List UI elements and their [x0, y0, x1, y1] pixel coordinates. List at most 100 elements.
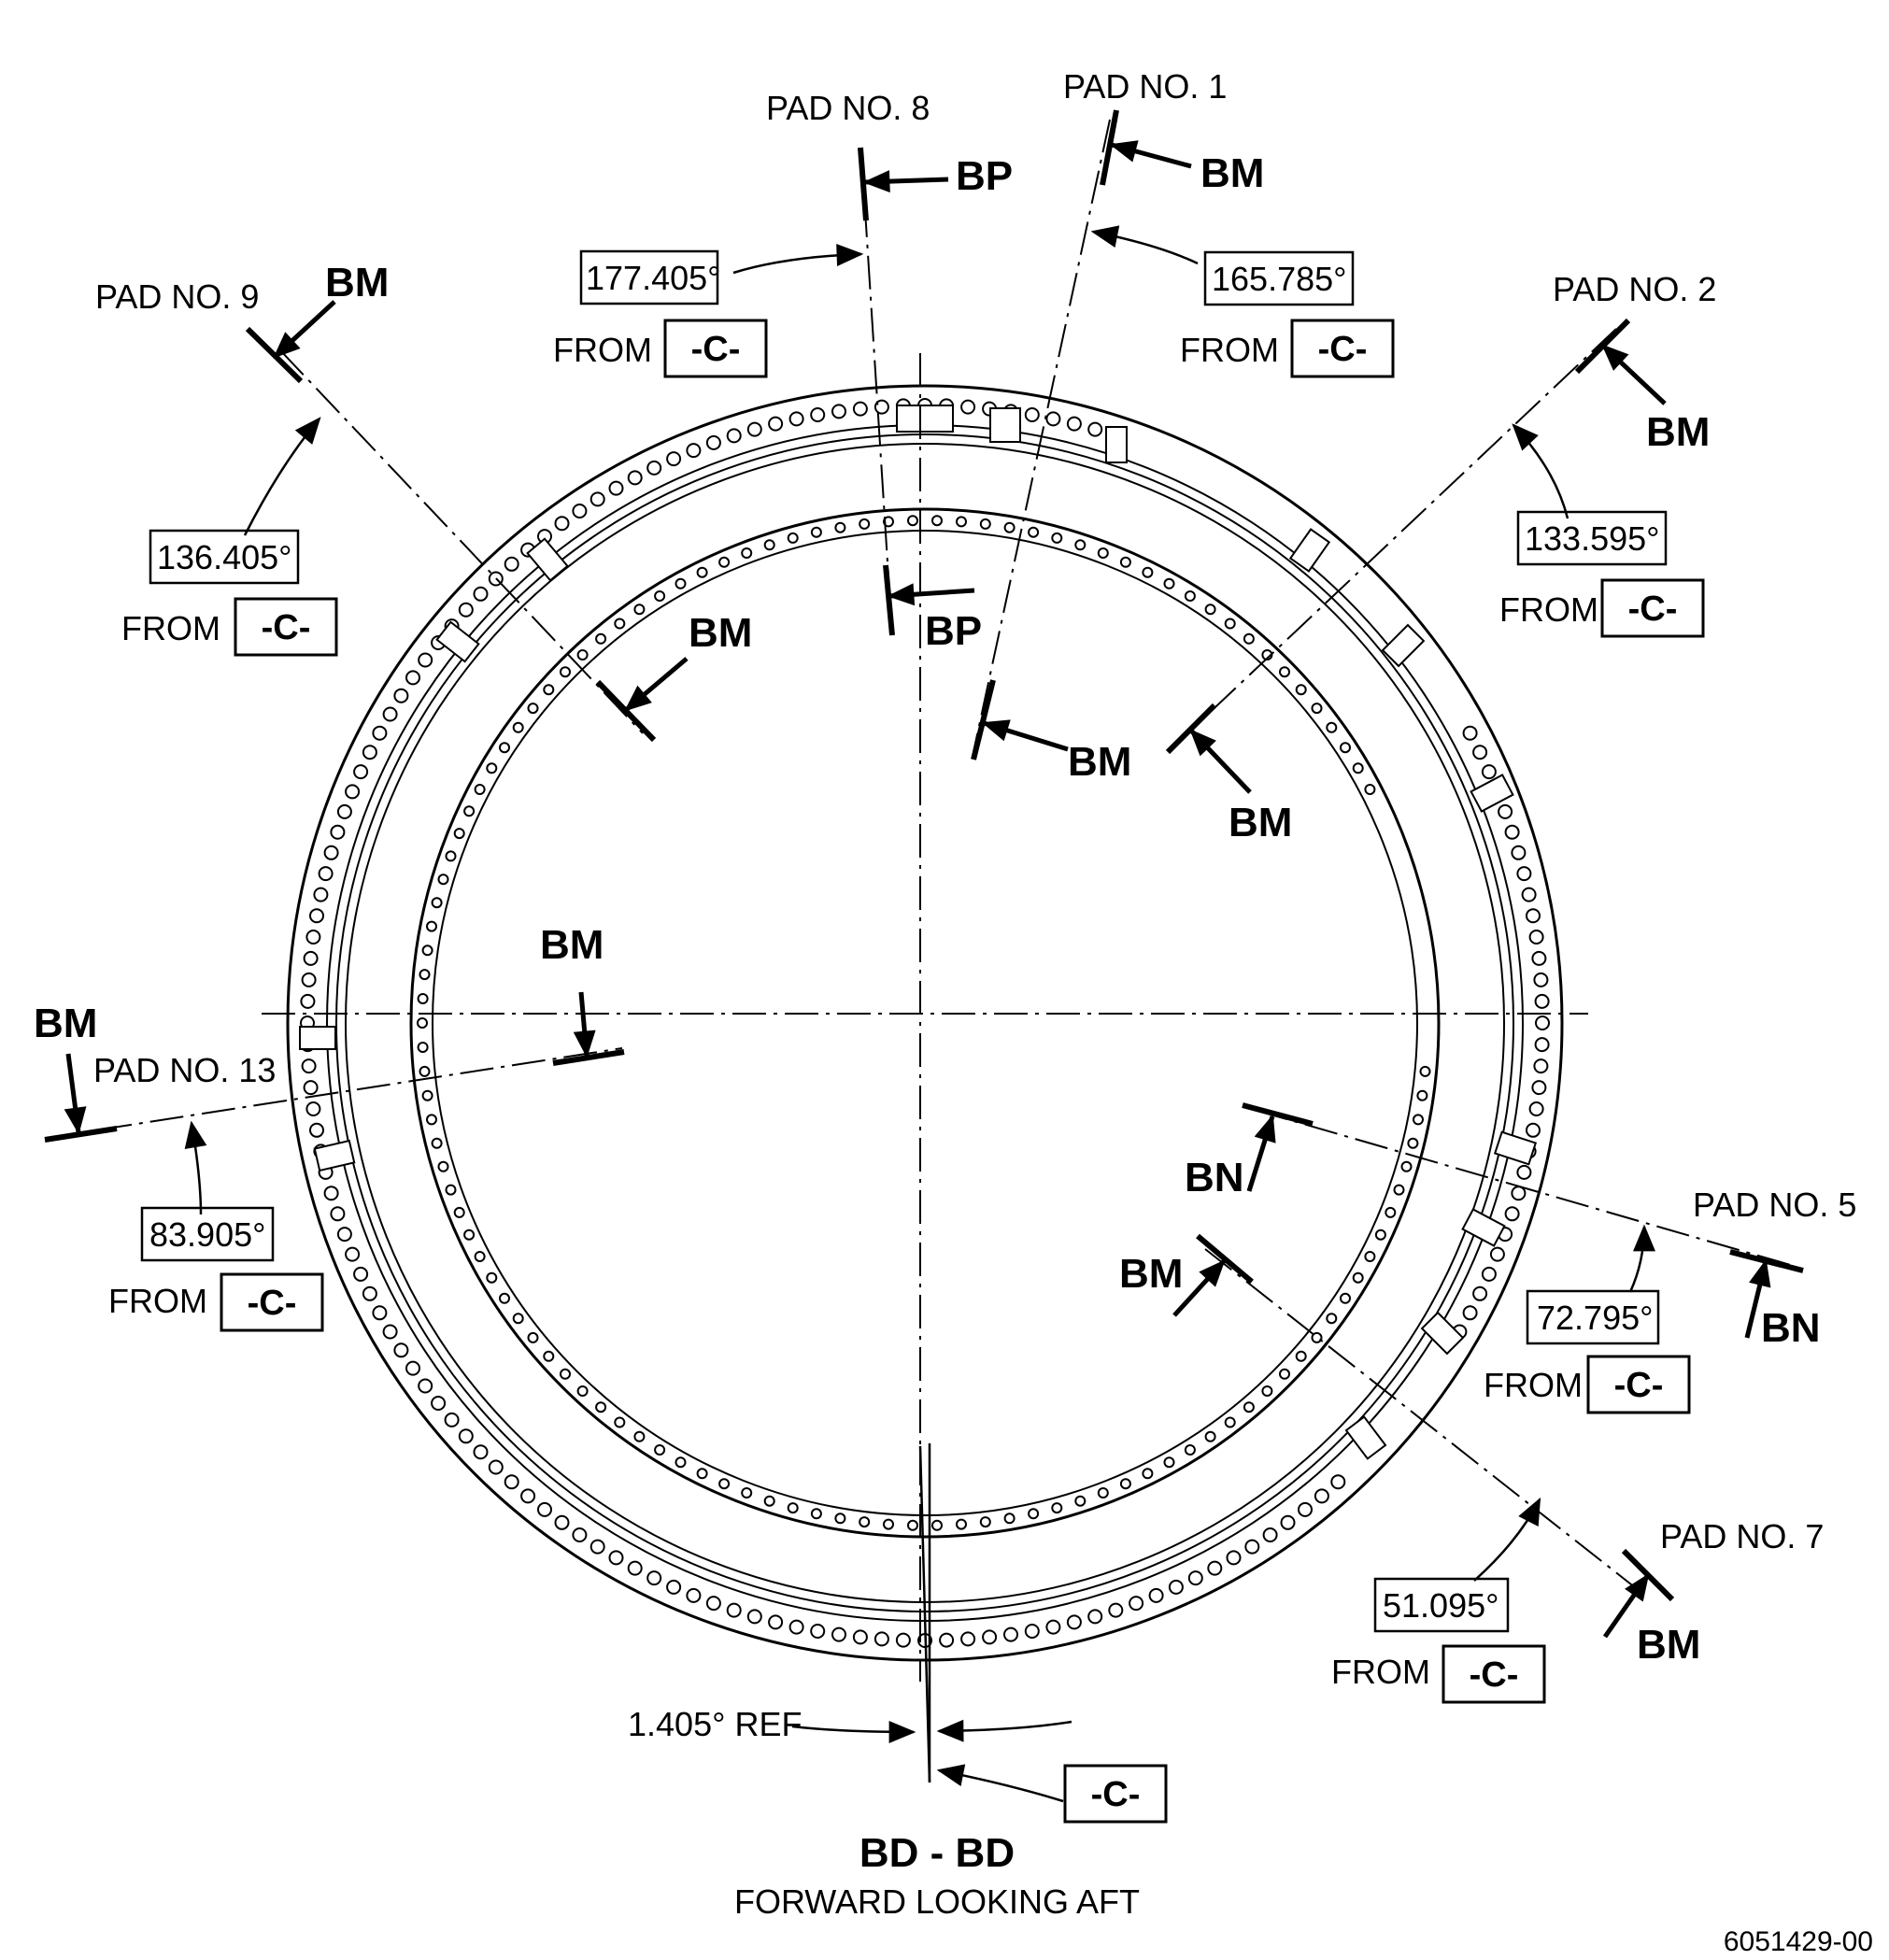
bolt-hole [1295, 1350, 1307, 1362]
bolt-hole [1364, 1251, 1376, 1262]
bolt-hole [834, 521, 846, 533]
bolt-hole [1416, 1089, 1428, 1101]
bolt-hole [437, 873, 449, 886]
view-subtitle: FORWARD LOOKING AFT [734, 1882, 1140, 1921]
angle-pad-5: 72.795° [1537, 1299, 1654, 1337]
bolt-hole [1142, 566, 1154, 578]
bolt-hole [301, 1058, 317, 1074]
bolt-hole [1129, 1596, 1144, 1612]
bolt-hole [318, 866, 334, 882]
bolt-hole [300, 993, 316, 1009]
bolt-hole [1298, 1501, 1313, 1517]
bolt-hole [474, 1251, 486, 1262]
bolt-hole [852, 401, 868, 417]
view-title: BD - BD [859, 1830, 1015, 1876]
bolt-hole [572, 504, 588, 518]
bolt-hole [1204, 604, 1216, 616]
bolt-hole [718, 556, 731, 568]
bolt-hole [768, 416, 784, 432]
bolt-hole [303, 950, 319, 966]
bolt-hole [417, 1042, 429, 1053]
bolt-hole [1504, 824, 1520, 840]
bolt-hole [1531, 950, 1547, 966]
inner-section-label-5: BM [540, 922, 604, 968]
bolt-hole [1528, 1101, 1544, 1116]
bolt-hole [473, 1444, 489, 1460]
bolt-hole [362, 1285, 377, 1301]
bolt-hole [1148, 1587, 1164, 1603]
bolt-hole [595, 632, 607, 645]
bolt-hole [504, 556, 519, 572]
bolt-hole [345, 784, 361, 800]
bolt-hole [718, 1478, 731, 1490]
bolt-hole [1311, 703, 1323, 715]
section-label-pad-13: BM [34, 1001, 97, 1046]
bolt-hole [1526, 1122, 1541, 1138]
bolt-hole [353, 764, 369, 780]
bolt-hole [1119, 1478, 1131, 1490]
angle-pad-9: 136.405° [157, 538, 292, 576]
bolt-hole [1279, 1368, 1290, 1380]
bolt-hole [576, 649, 589, 660]
angle-boxes [140, 249, 1668, 1633]
from-label-pad-1: FROM [1180, 331, 1279, 369]
bolt-hole [746, 421, 762, 437]
document-number: 6051429-00 [1724, 1926, 1873, 1957]
bolt-hole [1142, 1468, 1154, 1480]
bolt-hole [589, 1539, 605, 1555]
bolt-hole [560, 1368, 571, 1380]
bolt-hole [1462, 725, 1478, 741]
bolt-hole [1003, 1513, 1016, 1525]
bolt-hole [301, 972, 317, 987]
bolt-hole [1028, 526, 1040, 538]
bolt-hole [323, 845, 339, 860]
from-label-pad-8: FROM [553, 331, 652, 369]
bolt-hole [1279, 666, 1290, 678]
bolt-hole [520, 1488, 536, 1504]
bolt-hole [1481, 1266, 1497, 1282]
bolt-hole [1024, 1624, 1040, 1639]
bolt-hole [1224, 1416, 1236, 1428]
bolt-hole [305, 930, 321, 944]
inner-ring [409, 507, 1441, 1539]
bolt-hole [504, 1474, 519, 1490]
bolt-hole [1024, 407, 1040, 422]
from-label-pad-13: FROM [108, 1282, 207, 1320]
bolt-hole [859, 1516, 871, 1528]
datum-label-reference: -C- [1091, 1775, 1141, 1814]
bolt-hole [1526, 908, 1541, 924]
datum-label-pad-9: -C- [262, 608, 311, 647]
bolt-hole [1163, 1456, 1175, 1469]
outer-bolt-holes [300, 398, 1550, 1648]
bolt-hole [633, 604, 646, 616]
reference-angle-label: 1.405° REF [628, 1705, 802, 1743]
bolt-hole [787, 532, 799, 544]
pad-radial-lines [46, 119, 1795, 1596]
bolt-hole [554, 516, 570, 532]
bolt-hole [1207, 1560, 1223, 1576]
bolt-hole [1074, 539, 1087, 551]
bolt-hole [1243, 1401, 1255, 1413]
bolt-hole [686, 443, 702, 459]
bolt-hole [1204, 1430, 1216, 1442]
bolt-hole [417, 993, 429, 1004]
bolt-hole [372, 1305, 388, 1321]
bolt-hole [763, 1495, 775, 1507]
bolt-hole [543, 684, 555, 696]
bolt-hole [768, 1614, 784, 1630]
bolt-hole [1528, 930, 1544, 944]
angle-pad-1: 165.785° [1212, 260, 1347, 298]
bolt-hole [393, 688, 409, 703]
bolt-hole [810, 1508, 822, 1520]
bolt-hole [499, 742, 510, 754]
bolt-hole [419, 1065, 431, 1077]
bolt-hole [512, 721, 524, 733]
bolt-hole [431, 897, 443, 909]
bolt-hole [1535, 1016, 1550, 1030]
bolt-hole [303, 1080, 319, 1096]
bolt-hole [1516, 1164, 1532, 1180]
bolt-hole [1462, 1305, 1478, 1321]
from-label-pad-2: FROM [1499, 590, 1598, 629]
bolt-hole [931, 515, 943, 527]
bolt-hole [419, 969, 431, 981]
